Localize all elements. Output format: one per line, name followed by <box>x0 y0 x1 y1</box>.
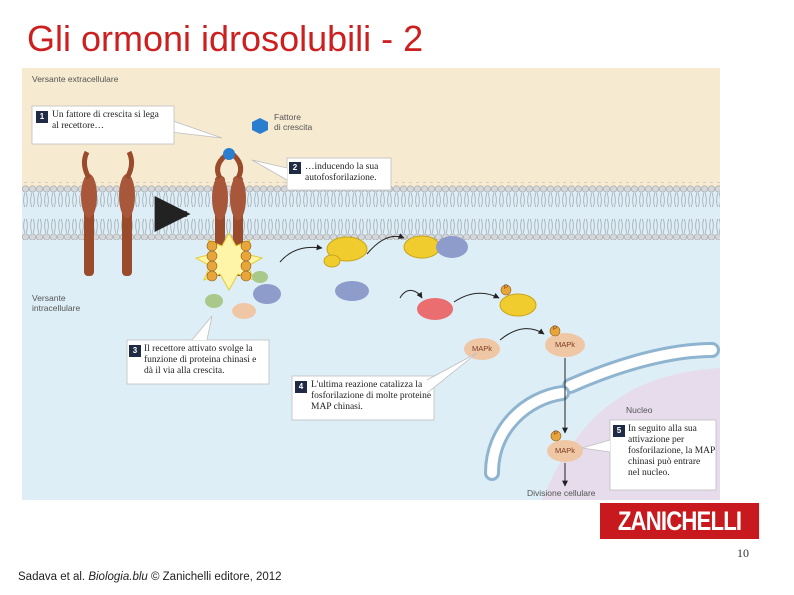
slide-title: Gli ormoni idrosolubili - 2 <box>27 18 424 59</box>
step-number: 1 <box>36 111 48 123</box>
mapk-phosphorylated <box>545 333 585 357</box>
cascade-protein-5 <box>417 298 453 320</box>
growth-factor-label-line2: di crescita <box>274 122 313 132</box>
step-2-text: …inducendo la sua autofosforilazione. <box>305 162 379 183</box>
callout-box-1 <box>31 105 223 145</box>
nucleus-label: Nucleo <box>626 405 653 415</box>
cascade-protein-4 <box>335 281 369 301</box>
step-4-text: L'ultima reazione catalizza la fosforila… <box>311 380 432 412</box>
phosphate-label: P <box>503 285 508 291</box>
receptor-inactive-2 <box>119 150 135 276</box>
mapk-label: MAPk <box>554 446 575 455</box>
cascade-protein-1 <box>326 236 368 262</box>
docking-protein-peach <box>232 303 256 319</box>
growth-factor-icon <box>252 118 268 134</box>
plasma-membrane <box>22 182 720 240</box>
step-1-text: Un fattore di crescita si lega al recett… <box>52 110 159 131</box>
docking-protein-green <box>252 271 268 283</box>
step-number: 2 <box>289 162 301 174</box>
mapk-nuclear <box>547 440 583 462</box>
citation: Sadava et al. Biologia.blu © Zanichelli … <box>18 571 282 583</box>
cell-division-label: Divisione cellulare <box>527 488 596 498</box>
step-number: 4 <box>295 381 307 393</box>
page-number: 10 <box>737 546 749 560</box>
intracellular-label-line2: intracellulare <box>32 303 81 313</box>
docking-protein-green-2 <box>205 294 223 308</box>
signal-transduction-diagram: Versante extracellulare Fattore di cresc… <box>22 68 720 500</box>
cascade-protein-3 <box>436 236 468 258</box>
intracellular-label-line1: Versante <box>32 293 66 303</box>
step-3-text: Il recettore attivato svolge la funzione… <box>144 344 257 376</box>
callout-box-3 <box>126 315 270 385</box>
extracellular-label: Versante extracellulare <box>32 74 119 84</box>
phosphate-label: P <box>552 326 557 332</box>
phosphate-column-left <box>206 240 218 282</box>
step-number: 3 <box>129 345 141 357</box>
step-5-text: In seguito alla sua attivazione per fosf… <box>628 424 716 478</box>
growth-factor-label-line1: Fattore <box>274 112 301 122</box>
mapk-inactive <box>464 338 500 360</box>
phosphate-label: P <box>553 431 558 437</box>
cascade-protein-2 <box>403 235 441 259</box>
callout-box-2 <box>251 157 392 191</box>
step-number: 5 <box>613 425 625 437</box>
bound-growth-factor <box>223 148 235 160</box>
callout-box-4 <box>291 352 478 421</box>
phosphate-column-right <box>240 240 252 282</box>
mapk-label: MAPk <box>554 340 575 349</box>
mapk-label: MAPk <box>471 344 492 353</box>
receptor-dimer-active <box>212 148 246 276</box>
diagram-artwork <box>22 68 720 500</box>
receptor-inactive-1 <box>81 150 97 276</box>
docking-protein-blue <box>253 284 281 304</box>
cascade-protein-6 <box>499 293 537 317</box>
callout-box-5 <box>581 419 717 491</box>
publisher-logo: ZANICHELLI <box>600 503 760 539</box>
